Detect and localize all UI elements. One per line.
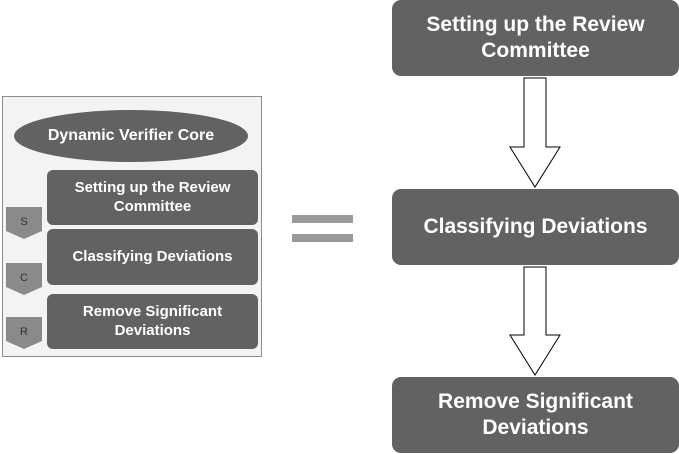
panel-step-label: Setting up the Review Committee [74,178,231,215]
chevron-tag-icon [6,317,42,349]
chevron-tag-icon [6,263,42,295]
equals-bar-bottom [292,234,353,242]
down-arrow-icon [509,77,561,188]
flow-step-label: Classifying Deviations [423,214,648,238]
panel-step-setup: Setting up the Review Committee [47,170,258,225]
panel-step-remove: Remove Significant Deviations [47,294,258,349]
chevron-tag-icon [6,207,42,239]
equals-bar-top [292,215,353,223]
flow-step-remove: Remove Significant Deviations [392,377,679,453]
tag-c: C [6,263,42,295]
flow-step-classify: Classifying Deviations [392,189,679,265]
flow-step-label: Setting up the Review Committee [426,12,645,62]
panel-step-label: Remove Significant Deviations [82,302,223,339]
flow-step-setup: Setting up the Review Committee [392,0,679,76]
core-label: Dynamic Verifier Core [47,127,215,144]
panel-step-classify: Classifying Deviations [47,229,258,285]
tag-r: R [6,317,42,349]
tag-letter: S [20,216,28,228]
tag-letter: C [20,272,28,284]
tag-s: S [6,207,42,239]
panel-step-label: Classifying Deviations [72,247,233,265]
down-arrow-icon [509,266,561,376]
flow-step-label: Remove Significant Deviations [438,389,633,439]
core-ellipse: Dynamic Verifier Core [14,110,248,162]
tag-letter: R [20,326,28,338]
